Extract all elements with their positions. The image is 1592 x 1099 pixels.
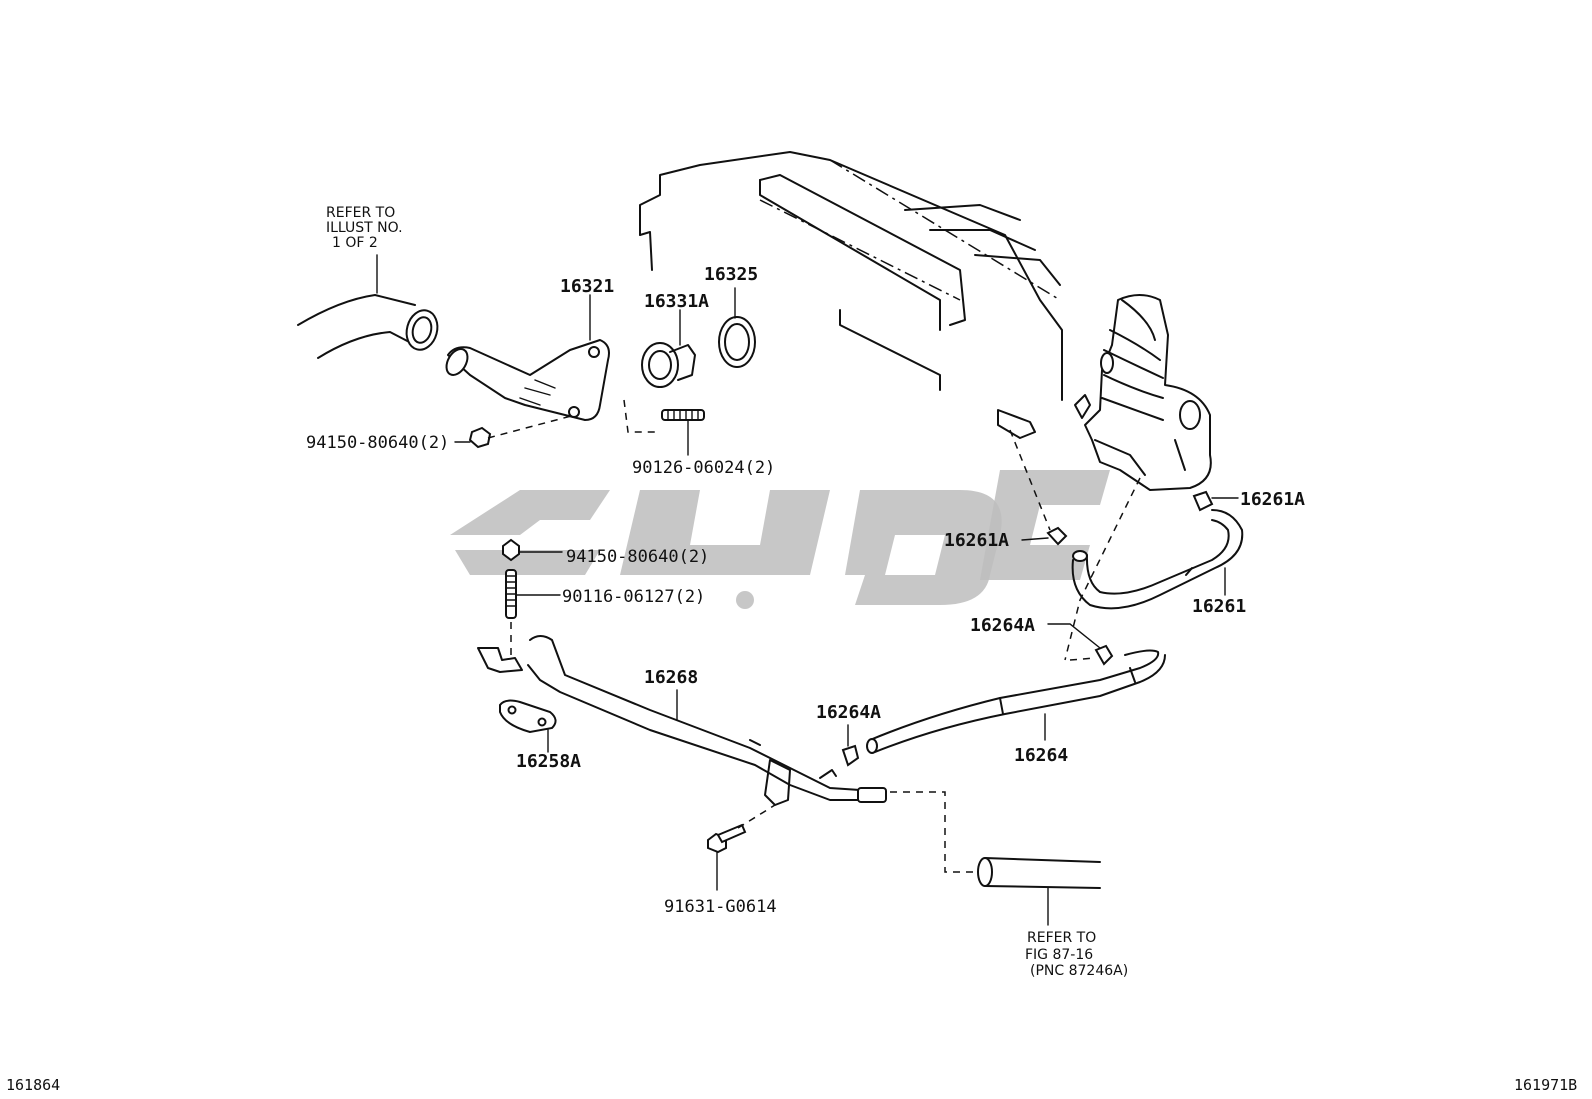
label-16264A-right[interactable]: 16264A bbox=[970, 615, 1035, 636]
corner-code-left: 161864 bbox=[6, 1076, 60, 1094]
refer-fig-line3: (PNC 87246A) bbox=[1030, 963, 1128, 979]
clip-16264A-right bbox=[1047, 623, 1114, 666]
gasket-16258A bbox=[499, 699, 557, 753]
label-16325[interactable]: 16325 bbox=[704, 264, 758, 285]
gasket-16325 bbox=[718, 287, 756, 368]
water-bypass-pipe-16268 bbox=[477, 635, 887, 806]
label-16261A-left[interactable]: 16261A bbox=[944, 530, 1009, 551]
throttle-body-assembly bbox=[1074, 294, 1212, 491]
label-94150-top[interactable]: 94150-80640(2) bbox=[306, 433, 449, 453]
label-90116[interactable]: 90116-06127(2) bbox=[562, 587, 705, 607]
label-16264[interactable]: 16264 bbox=[1014, 745, 1068, 766]
label-16258A[interactable]: 16258A bbox=[516, 751, 581, 772]
clip-16261A-left bbox=[1021, 526, 1068, 546]
water-inlet-16321 bbox=[445, 294, 610, 421]
label-90126[interactable]: 90126-06024(2) bbox=[632, 458, 775, 478]
nut-94150-top bbox=[454, 414, 576, 449]
clip-16264A-left bbox=[841, 724, 860, 767]
refer-illust-line1: REFER TO bbox=[326, 205, 395, 221]
label-16264A-left[interactable]: 16264A bbox=[816, 702, 881, 723]
bolt-91631 bbox=[707, 804, 776, 891]
label-16268[interactable]: 16268 bbox=[644, 667, 698, 688]
refer-fig-line1: REFER TO bbox=[1027, 930, 1096, 946]
label-94150-mid[interactable]: 94150-80640(2) bbox=[566, 547, 709, 567]
stud-90126 bbox=[623, 399, 705, 456]
part-labels: REFER TO ILLUST NO. 1 OF 2 16321 16331A … bbox=[6, 205, 1577, 1094]
watermark-logo bbox=[450, 470, 1110, 609]
corner-code-right: 161971B bbox=[1514, 1076, 1577, 1094]
label-16321[interactable]: 16321 bbox=[560, 276, 614, 297]
nut-stud-mid bbox=[502, 538, 563, 660]
water-hose-16264 bbox=[866, 649, 1166, 754]
label-16261A-right[interactable]: 16261A bbox=[1240, 489, 1305, 510]
clip-16261A-right bbox=[1192, 490, 1239, 512]
refer-illust-line3: 1 OF 2 bbox=[332, 235, 378, 251]
water-hose-16261 bbox=[997, 409, 1244, 661]
label-16261[interactable]: 16261 bbox=[1192, 596, 1246, 617]
heater-hose-refer bbox=[890, 791, 1101, 926]
refer-fig-line2: FIG 87-16 bbox=[1025, 947, 1093, 963]
upper-radiator-hose bbox=[297, 254, 439, 359]
engine-block bbox=[639, 151, 1063, 401]
refer-illust-line2: ILLUST NO. bbox=[326, 220, 403, 236]
label-91631[interactable]: 91631-G0614 bbox=[664, 897, 777, 917]
thermostat-16331A bbox=[641, 309, 696, 388]
label-16331A[interactable]: 16331A bbox=[644, 291, 709, 312]
